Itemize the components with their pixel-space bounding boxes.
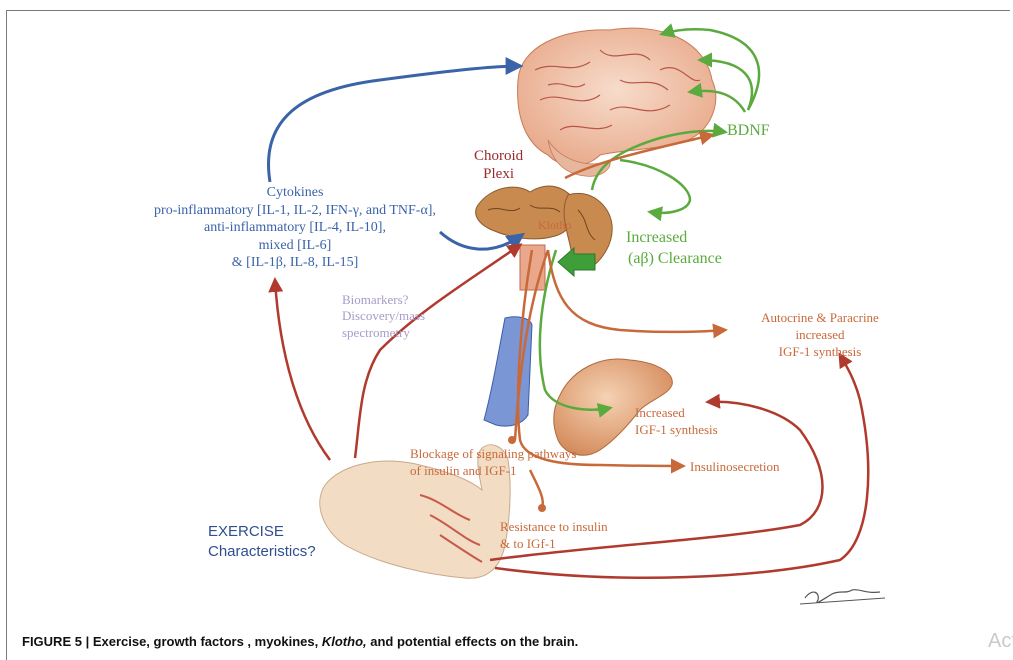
pro-inflammatory-text: pro-inflammatory [IL-1, IL-2, IFN-γ, and… <box>145 202 445 220</box>
insulinosecretion-label: Insulinosecretion <box>690 459 780 475</box>
clearance-label: Increased (aβ) Clearance <box>626 228 722 270</box>
caption-text-end: and potential effects on the brain. <box>367 634 579 649</box>
artist-signature <box>800 590 885 604</box>
choroid-plexi-label: Choroid Plexi <box>474 147 523 183</box>
exercise-label: EXERCISE Characteristics? <box>208 522 316 561</box>
resistance-text: Resistance to insulin <box>500 519 608 536</box>
biomarkers-label: Biomarkers? Discovery/mass spectrometry <box>342 292 425 341</box>
biomarkers-text: Biomarkers? <box>342 292 425 308</box>
exercise-text: EXERCISE <box>208 522 316 542</box>
caption-text-start: FIGURE 5 | Exercise, growth factors , my… <box>22 634 322 649</box>
plexi-text: Plexi <box>474 165 523 183</box>
blockage-label: Blockage of signaling pathways of insuli… <box>410 446 576 480</box>
autocrine-igf-text: IGF-1 synthesis <box>735 344 905 361</box>
spectrometry-text: spectrometry <box>342 325 425 341</box>
other-cytokines-text: & [IL-1β, IL-8, IL-15] <box>145 254 445 272</box>
autocrine-increased-text: increased <box>735 327 905 344</box>
clearance-ab-text: (aβ) Clearance <box>628 249 722 270</box>
blockage-insulin-text: of insulin and IGF-1 <box>410 463 576 480</box>
bdnf-label: BDNF <box>727 121 770 140</box>
resistance-label: Resistance to insulin & to IGf-1 <box>500 519 608 553</box>
resistance-igf-text: & to IGf-1 <box>500 536 608 553</box>
clearance-increased-text: Increased <box>626 228 722 249</box>
blockage-text: Blockage of signaling pathways <box>410 446 576 463</box>
anti-inflammatory-text: anti-inflammatory [IL-4, IL-10], <box>145 219 445 237</box>
choroid-text: Choroid <box>474 147 523 165</box>
igf-increased-text: Increased <box>635 405 718 422</box>
vessel-illustration <box>484 245 545 426</box>
cytokines-title: Cytokines <box>145 184 445 202</box>
characteristics-text: Characteristics? <box>208 542 316 562</box>
discovery-text: Discovery/mass <box>342 308 425 324</box>
activation-watermark: Act <box>988 630 1013 653</box>
cytokines-label: Cytokines pro-inflammatory [IL-1, IL-2, … <box>145 184 445 272</box>
igf-synthesis-label: Increased IGF-1 synthesis <box>635 405 718 439</box>
brain-illustration <box>518 28 716 176</box>
klotho-label: Klotho <box>538 218 571 232</box>
autocrine-label: Autocrine & Paracrine increased IGF-1 sy… <box>735 310 905 361</box>
igf-synthesis-text: IGF-1 synthesis <box>635 422 718 439</box>
caption-klotho-italic: Klotho, <box>322 634 367 649</box>
mixed-text: mixed [IL-6] <box>145 237 445 255</box>
figure-caption: FIGURE 5 | Exercise, growth factors , my… <box>22 634 578 649</box>
autocrine-text: Autocrine & Paracrine <box>735 310 905 327</box>
